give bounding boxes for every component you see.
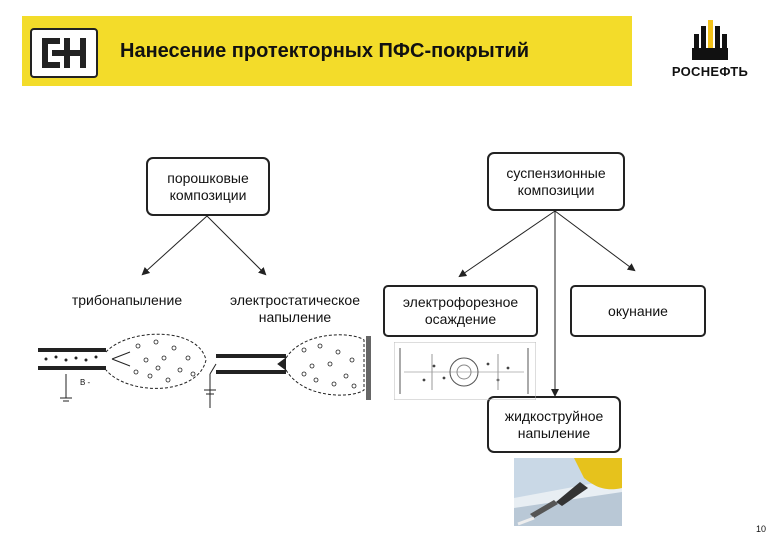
page-number: 10 (755, 524, 766, 534)
node-electrostatic-spraying: электростатическое напыление (230, 292, 360, 325)
header-band (22, 16, 632, 86)
tribo-charge-label: B - (80, 378, 91, 387)
page-title: Нанесение протекторных ПФС-покрытий (120, 40, 530, 62)
arrow-powder-electrostatic (206, 215, 267, 276)
arrow-suspension-dipping (554, 210, 636, 272)
tribospraying-illustration (38, 333, 207, 402)
arrow-powder-tribo (141, 215, 208, 276)
node-dipping: окунание (570, 285, 706, 337)
node-jet-spraying: жидкоструйное напыление (487, 396, 621, 453)
brand-name: РОСНЕФТЬ (671, 64, 749, 79)
rosneft-emblem-icon (692, 20, 728, 60)
node-suspension-compositions: суспензионные композиции (487, 152, 625, 211)
electrophoretic-illustration (394, 342, 536, 400)
sng-logo-icon (30, 28, 98, 78)
arrow-suspension-electrophoretic (458, 210, 556, 278)
node-tribospraying: трибонапыление (71, 292, 183, 308)
node-electrophoretic-deposition: электрофорезное осаждение (383, 285, 538, 337)
electrostatic-spraying-illustration (204, 334, 371, 408)
jet-spraying-photo (514, 458, 622, 526)
node-powder-compositions: порошковые композиции (146, 157, 270, 216)
